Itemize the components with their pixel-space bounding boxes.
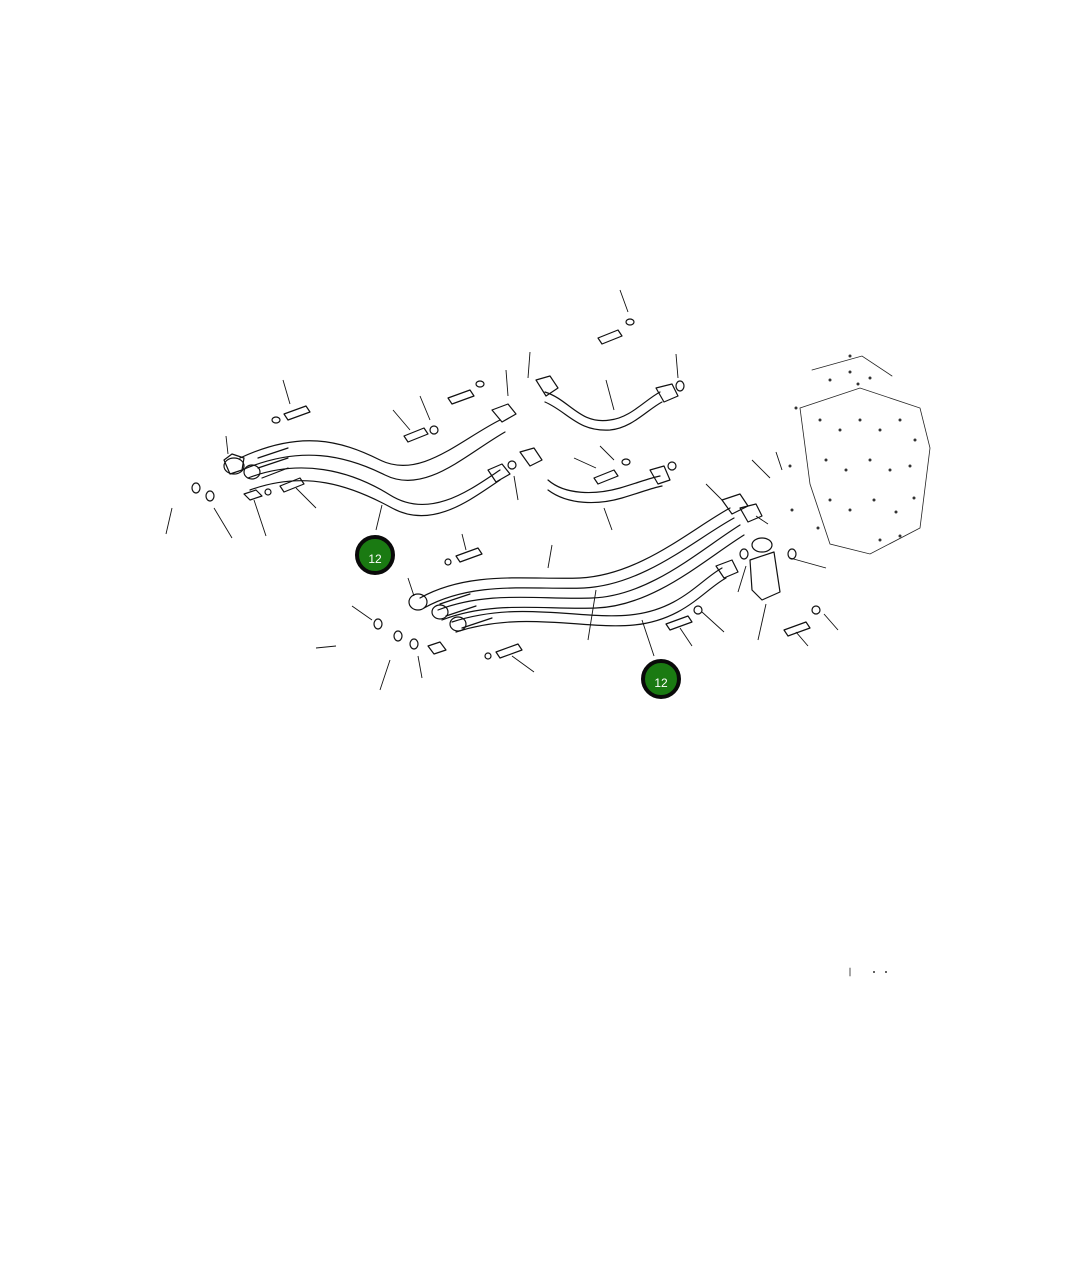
callout-12-lower-circle <box>641 659 681 699</box>
callout-12-lower-label: 12 <box>654 676 668 690</box>
callout-12-upper-label: 12 <box>368 552 382 566</box>
callout-12-lower[interactable]: 12 <box>641 659 681 699</box>
upper-left-hose-assembly <box>165 379 517 539</box>
callout-12-upper-circle <box>355 535 395 575</box>
callout-12-upper[interactable]: 12 <box>355 535 395 575</box>
upper-right-pipe-assembly <box>505 289 685 531</box>
lower-hose-assembly <box>315 483 839 691</box>
valve-block-outline <box>751 354 931 977</box>
